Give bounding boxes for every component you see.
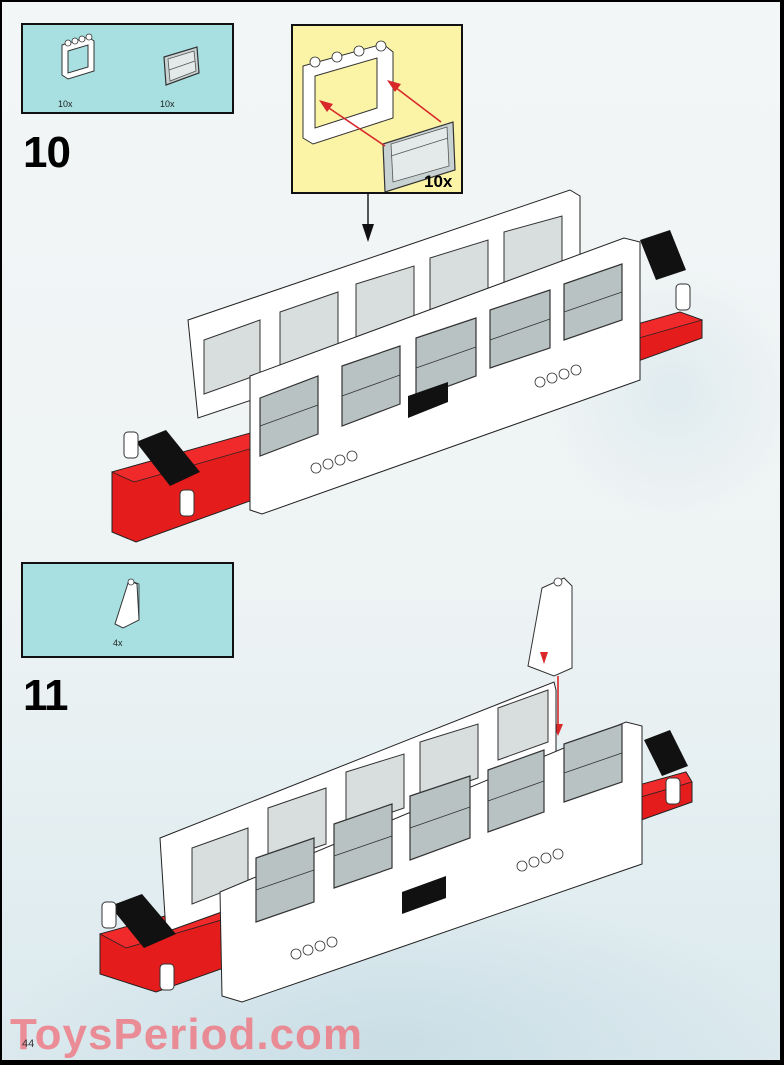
slope-brick-qty: 4x <box>113 638 123 648</box>
step-number-10: 10 <box>23 128 71 177</box>
step-number-11: 11 <box>23 671 69 720</box>
slope-brick-icon <box>114 578 140 629</box>
step-10-subassembly-box: 10x <box>291 24 463 194</box>
step-10-parts-box: 10x 10x <box>21 23 234 114</box>
window-frame-icon <box>61 33 95 80</box>
page-number: 44 <box>22 1038 35 1050</box>
window-glass-icon <box>163 46 200 86</box>
window-glass-qty: 10x <box>160 99 175 109</box>
window-frame-qty: 10x <box>58 99 73 109</box>
step-11-model <box>98 577 693 1003</box>
subassembly-diagram <box>302 40 456 192</box>
step-11-parts-box: 4x <box>21 562 234 658</box>
step-10-model <box>110 189 704 543</box>
watermark: ToysPeriod.com <box>10 1010 364 1059</box>
subassembly-pointer-arrow <box>362 192 374 242</box>
subassembly-qty: 10x <box>424 172 453 191</box>
